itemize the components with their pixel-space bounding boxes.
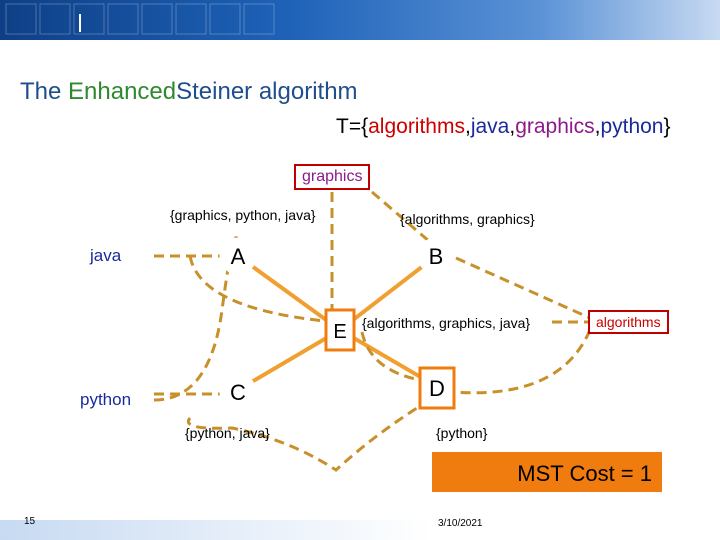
terminal-set: T={algorithms,java,graphics,python} <box>336 115 671 139</box>
node-B-label: B <box>429 244 444 269</box>
banner-pattern <box>5 3 275 35</box>
footer-date: 3/10/2021 <box>438 518 483 529</box>
terminal-python: python <box>600 115 664 138</box>
edge-A-E <box>236 254 342 332</box>
mst-cost-box: MST Cost = 1 <box>432 452 662 492</box>
set-label-E: {algorithms, graphics, java} <box>362 315 531 331</box>
set-label-B: {algorithms, graphics} <box>400 211 535 227</box>
node-E-label: E <box>333 321 346 343</box>
slide-title: The EnhancedSteiner algorithm <box>20 78 358 106</box>
page-number: 15 <box>24 516 36 527</box>
terminal-java: java <box>470 115 510 138</box>
edge-C-E <box>236 328 342 392</box>
terminal-node-algorithms: algorithms <box>588 310 669 334</box>
terminal-comma: , <box>464 115 471 138</box>
node-A-circle <box>219 237 257 275</box>
set-label-C: {python, java} <box>185 425 270 441</box>
terminal-set-open: T={ <box>336 115 369 138</box>
edge-graphics-B <box>371 190 431 244</box>
edge-B-E <box>338 254 438 332</box>
terminal-node-java: java <box>90 246 122 265</box>
node-E-box <box>324 308 356 352</box>
node-letters: A B C D E <box>230 244 445 405</box>
terminal-comma: , <box>509 115 516 138</box>
edge-E-D <box>360 331 421 382</box>
edge-B-algorithms <box>455 256 591 320</box>
set-label-A: {graphics, python, java} <box>170 207 316 223</box>
node-B-circle <box>417 237 455 275</box>
terminal-node-graphics: graphics <box>294 164 371 190</box>
title-enhanced: Enhanced <box>68 78 177 105</box>
node-circles <box>219 237 456 411</box>
terminal-graphics: graphics <box>515 115 595 138</box>
footer-bar <box>0 520 720 540</box>
edge-D-python <box>186 398 431 472</box>
header-banner <box>0 0 720 40</box>
node-A-label: A <box>231 244 246 269</box>
terminal-set-close: } <box>663 115 671 138</box>
terminal-algorithms: algorithms <box>368 115 465 138</box>
title-rest: Steiner algorithm <box>176 78 358 105</box>
terminal-node-python: python <box>80 390 132 409</box>
title-prefix: The <box>20 78 69 105</box>
terminal-comma: , <box>594 115 601 138</box>
node-D-label: D <box>429 376 445 401</box>
node-D-box <box>418 366 456 410</box>
node-C-label: C <box>230 380 246 405</box>
node-C-circle <box>219 373 257 411</box>
edge-algorithms-D <box>451 329 592 395</box>
set-label-D: {python} <box>436 425 488 441</box>
